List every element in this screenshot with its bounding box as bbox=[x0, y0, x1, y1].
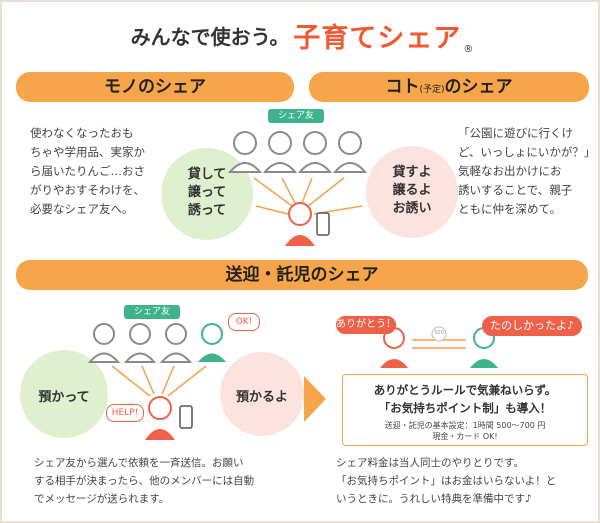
friend-icons bbox=[227, 131, 368, 173]
lend-circle-text: 貸して 譲って 誘って bbox=[187, 167, 227, 218]
chevron-right-icon bbox=[304, 376, 326, 422]
fun-bubble: たのしかったよ♪ bbox=[482, 316, 582, 336]
friend-icons-2 bbox=[87, 323, 193, 363]
coin-icon bbox=[431, 326, 447, 342]
mono-description: 使わなくなったおも ちゃや学用品、実家か ら届いたりんご…おさ がりやおすそわけ… bbox=[30, 126, 145, 216]
box-title: ありがとうルールで気兼ねいらず。 bbox=[373, 383, 557, 397]
request-circle-bg bbox=[20, 350, 108, 438]
user-icon bbox=[285, 202, 315, 246]
banner-sougei: 送迎・託児のシェア bbox=[16, 260, 588, 290]
box-subtitle: 「お気持ちポイント制」も導入！ bbox=[378, 401, 552, 415]
ok-bubble: OK! bbox=[228, 313, 260, 331]
share-friend-tag-2: シェア友 bbox=[124, 305, 180, 319]
parent-icon-red bbox=[380, 327, 408, 368]
share-friend-tag: シェア友 bbox=[268, 109, 324, 123]
banner-koto: コト(予定)のシェア bbox=[309, 72, 589, 102]
help-bubble: HELP! bbox=[106, 404, 144, 422]
smartphone-icon bbox=[316, 212, 330, 236]
thanks-bubble: ありがとう！ bbox=[336, 316, 396, 334]
brand-logo: 子育てシェア bbox=[293, 23, 462, 54]
box-note-fee: 送迎・託児の基本設定：1時間 500〜700 円 bbox=[384, 421, 546, 430]
accept-circle-bg bbox=[220, 352, 304, 436]
offer-circle-bg bbox=[366, 146, 458, 238]
mono-koto-illustration bbox=[162, 131, 458, 246]
requester-icon bbox=[145, 396, 175, 440]
registered-mark: ® bbox=[463, 44, 474, 55]
rule-info-box: ありがとうルールで気兼ねいらず。 「お気持ちポイント制」も導入！ 送迎・託児の基… bbox=[342, 374, 588, 446]
page-title: みんなで使おう。子育てシェア® bbox=[2, 16, 600, 55]
accepting-friend-icon bbox=[198, 323, 226, 362]
title-prefix: みんなで使おう。 bbox=[130, 25, 290, 49]
request-circle-text: 預かって bbox=[38, 390, 90, 405]
box-note-payment: 現金・カード OK! bbox=[432, 432, 498, 441]
sougei-left-illustration bbox=[20, 323, 304, 440]
sougei-right-illustration bbox=[380, 326, 498, 368]
sougei-left-description: シェア友から選んで依頼を一斉送信。お願い する相手が決まったら、他のメンバーには… bbox=[34, 457, 255, 505]
koto-description: 「公園に遊びに行くけ ど、いっしょにいかが？」 気軽なお出かけにお 誘いすること… bbox=[458, 126, 596, 216]
request-arrows bbox=[111, 365, 207, 397]
banner-mono: モノのシェア bbox=[16, 72, 294, 102]
accept-circle-text: 預かるよ bbox=[235, 390, 288, 405]
smartphone-icon-2 bbox=[179, 405, 193, 429]
sougei-right-description: シェア料金は当人同士のやりとりです。 「お気持ちポイント」はお金はいらないよ！と… bbox=[336, 457, 557, 505]
offer-circle-text: 貸すよ 譲るよ お誘い bbox=[392, 165, 432, 216]
coin-label: 500 bbox=[434, 330, 444, 336]
